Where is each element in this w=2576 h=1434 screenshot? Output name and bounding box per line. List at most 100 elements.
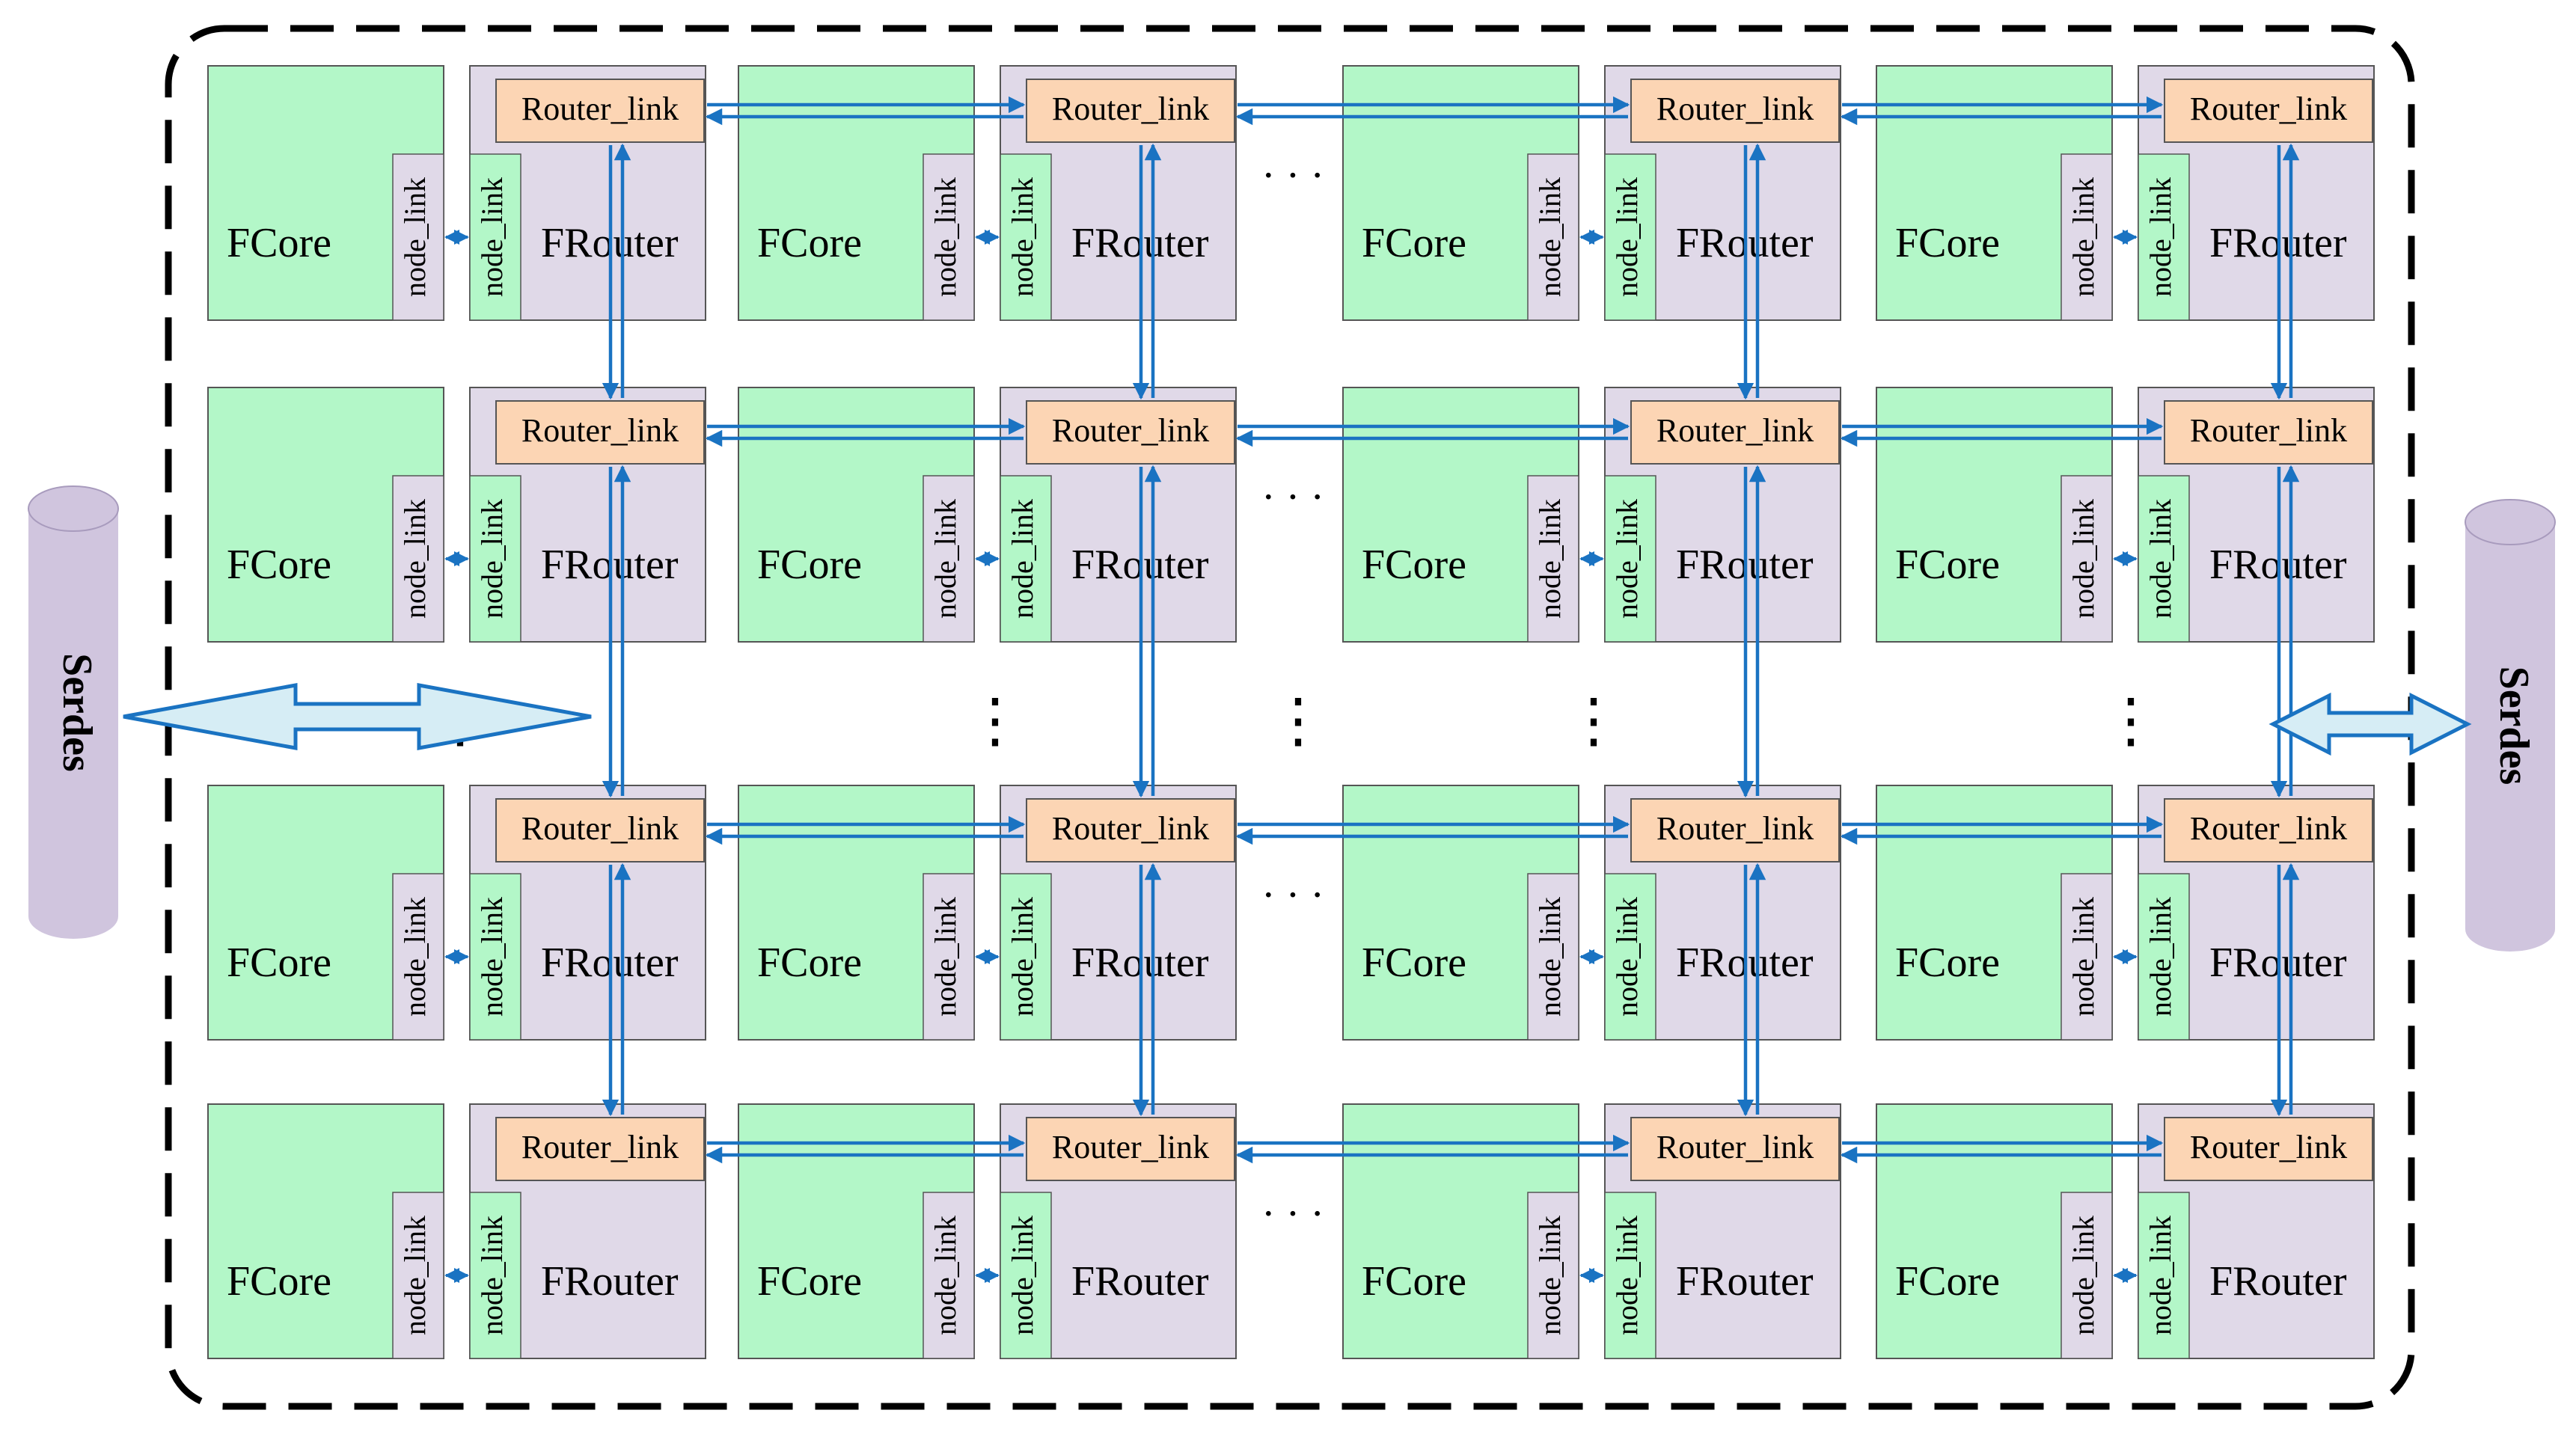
- router-label: FRouter: [1071, 1258, 1209, 1305]
- core-label: FCore: [1362, 940, 1466, 986]
- router-link-label: Router_link: [1656, 412, 1814, 449]
- node-link-router-label: node_link: [475, 897, 509, 1017]
- ellipsis-vertical: ⋮: [1268, 688, 1328, 754]
- ellipsis-vertical: ⋮: [965, 688, 1025, 754]
- node-link-router-label: node_link: [475, 1216, 509, 1335]
- serdes-left: Serdes: [28, 485, 119, 939]
- router-link-label: Router_link: [1052, 91, 1209, 127]
- router-link-label: Router_link: [521, 1129, 679, 1165]
- router-link-box: [2164, 1117, 2373, 1181]
- router-link-label: Router_link: [1656, 810, 1814, 847]
- router-label: FRouter: [1676, 1258, 1814, 1305]
- node-link-core-label: node_link: [1533, 1216, 1567, 1335]
- ellipsis-horizontal: · · ·: [1261, 872, 1324, 919]
- node-link-core-label: node_link: [398, 1216, 432, 1335]
- router-link-label: Router_link: [2190, 1129, 2347, 1165]
- router-link-label: Router_link: [521, 91, 679, 127]
- ellipsis-horizontal: · · ·: [1261, 1191, 1324, 1237]
- core-label: FCore: [227, 220, 331, 266]
- router-link-label: Router_link: [2190, 91, 2347, 127]
- serdes-label: Serdes: [54, 653, 100, 772]
- router-link-label: Router_link: [1656, 91, 1814, 127]
- router-link-box: [1026, 400, 1235, 465]
- core-label: FCore: [1895, 1258, 2000, 1305]
- router-link-label: Router_link: [1052, 1129, 1209, 1165]
- router-link-box: [495, 1117, 705, 1181]
- core-label: FCore: [1362, 220, 1466, 266]
- node-link-core-label: node_link: [1533, 499, 1567, 619]
- node-link-router-label: node_link: [475, 499, 509, 619]
- core-label: FCore: [757, 940, 862, 986]
- router-link-box: [2164, 798, 2373, 862]
- core-label: FCore: [757, 1258, 862, 1305]
- node-link-core-box: [923, 1192, 975, 1359]
- node-link-router-box: [2138, 1192, 2190, 1359]
- node-link-router-box: [469, 153, 521, 321]
- node-link-core-box: [923, 475, 975, 643]
- tile-r4-c1: FCore node_link FRouter node_link Router_lin…: [207, 1103, 706, 1359]
- node-link-router-label: node_link: [1610, 897, 1644, 1017]
- core-label: FCore: [757, 220, 862, 266]
- node-link-core-label: node_link: [928, 897, 962, 1017]
- node-link-router-box: [1000, 153, 1052, 321]
- node-link-core-box: [2061, 873, 2113, 1041]
- ellipsis-horizontal: · · ·: [1261, 153, 1324, 199]
- node-link-core-box: [2061, 1192, 2113, 1359]
- router-link-box: [495, 79, 705, 143]
- node-link-router-label: node_link: [1006, 1216, 1039, 1335]
- node-link-router-box: [1604, 153, 1656, 321]
- router-label: FRouter: [541, 1258, 679, 1305]
- router-link-label: Router_link: [1052, 810, 1209, 847]
- core-label: FCore: [227, 1258, 331, 1305]
- node-link-router-label: node_link: [1610, 177, 1644, 297]
- node-link-core-label: node_link: [1533, 177, 1567, 297]
- router-link-label: Router_link: [2190, 412, 2347, 449]
- node-link-router-box: [1000, 475, 1052, 643]
- serdes-left-arrow: [123, 683, 592, 750]
- node-link-core-box: [1527, 873, 1579, 1041]
- node-link-router-label: node_link: [1006, 177, 1039, 297]
- serdes-body: [28, 509, 118, 916]
- serdes-body: [2465, 522, 2555, 929]
- links-layer: [444, 96, 2300, 1283]
- node-link-router-label: node_link: [2144, 177, 2177, 297]
- router-link-box: [1026, 1117, 1235, 1181]
- core-label: FCore: [227, 940, 331, 986]
- node-link-router-box: [1604, 873, 1656, 1041]
- serdes-right-arrow: [2268, 692, 2472, 756]
- node-link-core-label: node_link: [928, 499, 962, 619]
- node-link-router-label: node_link: [475, 177, 509, 297]
- core-label: FCore: [1362, 1258, 1466, 1305]
- router-link-label: Router_link: [1052, 412, 1209, 449]
- core-label: FCore: [1895, 940, 2000, 986]
- router-link-box: [1630, 400, 1840, 465]
- node-link-router-label: node_link: [1006, 897, 1039, 1017]
- node-link-router-box: [2138, 873, 2190, 1041]
- node-link-router-label: node_link: [2144, 897, 2177, 1017]
- ellipsis-vertical: ⋮: [1564, 688, 1624, 754]
- node-link-core-label: node_link: [2066, 177, 2100, 297]
- router-link-box: [1026, 798, 1235, 862]
- node-link-router-label: node_link: [2144, 1216, 2177, 1335]
- router-link-label: Router_link: [521, 810, 679, 847]
- node-link-router-label: node_link: [1610, 1216, 1644, 1335]
- router-link-box: [2164, 79, 2373, 143]
- serdes-top: [2465, 499, 2556, 545]
- core-label: FCore: [227, 542, 331, 588]
- node-link-core-box: [2061, 153, 2113, 321]
- node-link-core-box: [1527, 475, 1579, 643]
- router-link-box: [2164, 400, 2373, 465]
- node-link-router-box: [1000, 1192, 1052, 1359]
